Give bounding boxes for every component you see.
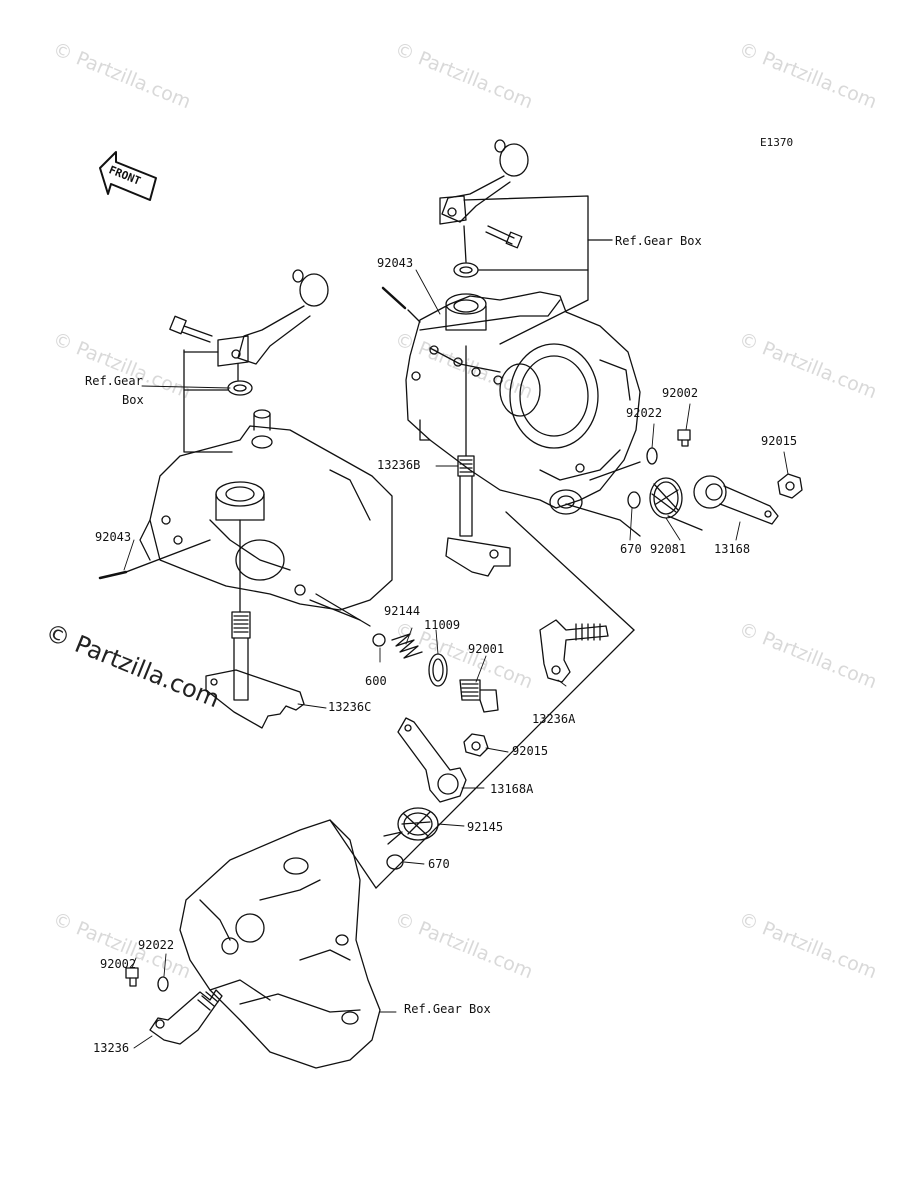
arm-13168	[693, 475, 779, 525]
oring-670-right	[627, 491, 641, 509]
seal-left	[227, 380, 253, 396]
ref-gear-box-label: Ref.Gear	[85, 374, 143, 388]
bolt-left	[169, 315, 213, 343]
ref-gear-box-label: Box	[122, 393, 144, 407]
pin-92043-left	[98, 570, 128, 580]
part-number-label: 92015	[512, 744, 549, 758]
gearbox-housing-top	[405, 291, 641, 515]
part-number-label: 670	[620, 542, 642, 556]
part-number-label: 11009	[424, 618, 461, 632]
washer-92022-right	[646, 447, 658, 465]
part-number-label: 92022	[138, 938, 175, 952]
part-number-label: 13236	[93, 1041, 130, 1055]
shaft-13236C	[205, 519, 305, 729]
washer-92022-left	[157, 976, 169, 992]
spring-92081	[649, 477, 703, 531]
part-number-label: 92043	[377, 256, 414, 270]
pin-92043-top	[381, 286, 407, 310]
part-number-label: 92002	[662, 386, 699, 400]
shift-arm-top	[439, 139, 529, 225]
oring-670-mid	[386, 854, 404, 870]
shaft-13236B	[445, 345, 511, 577]
spring-92144	[391, 633, 423, 659]
ref-gear-box-label: Ref.Gear Box	[404, 1002, 491, 1016]
washer-11009	[428, 653, 448, 687]
part-number-label: 92022	[626, 406, 663, 420]
part-number-label: 92081	[650, 542, 687, 556]
part-number-label: 600	[365, 674, 387, 688]
bolt-92002-right	[677, 429, 691, 447]
part-number-label: 92015	[761, 434, 798, 448]
part-number-label: 92001	[468, 642, 505, 656]
bolt-top-right	[485, 225, 523, 249]
part-number-label: 92043	[95, 530, 132, 544]
part-number-label: 13168	[714, 542, 751, 556]
gearbox-housing-bottom	[179, 819, 381, 1069]
part-number-label: 13236A	[532, 712, 576, 726]
part-number-label: 13236C	[328, 700, 372, 714]
seal-top-right	[453, 262, 479, 278]
nut-92015-mid	[463, 733, 489, 757]
diagram-code: E1370	[760, 136, 794, 149]
plug-92001	[459, 679, 499, 713]
part-number-label: 13236B	[377, 458, 421, 472]
spring-92145	[383, 807, 439, 845]
nut-92015-right	[777, 473, 803, 499]
part-number-label: 92002	[100, 957, 137, 971]
ref-gear-box-label: Ref.Gear Box	[615, 234, 702, 248]
part-number-label: 92144	[384, 604, 421, 618]
shift-arm-left	[217, 269, 329, 367]
gearbox-housing-left	[139, 409, 393, 621]
part-number-label: 92145	[467, 820, 504, 834]
part-number-label: 670	[428, 857, 450, 871]
shaft-13236A	[539, 619, 609, 683]
part-number-label: 13168A	[490, 782, 534, 796]
ball-600	[372, 633, 386, 647]
front-arrow-icon	[99, 151, 157, 201]
shaft-13236	[149, 989, 223, 1045]
arm-13168A	[397, 717, 467, 803]
